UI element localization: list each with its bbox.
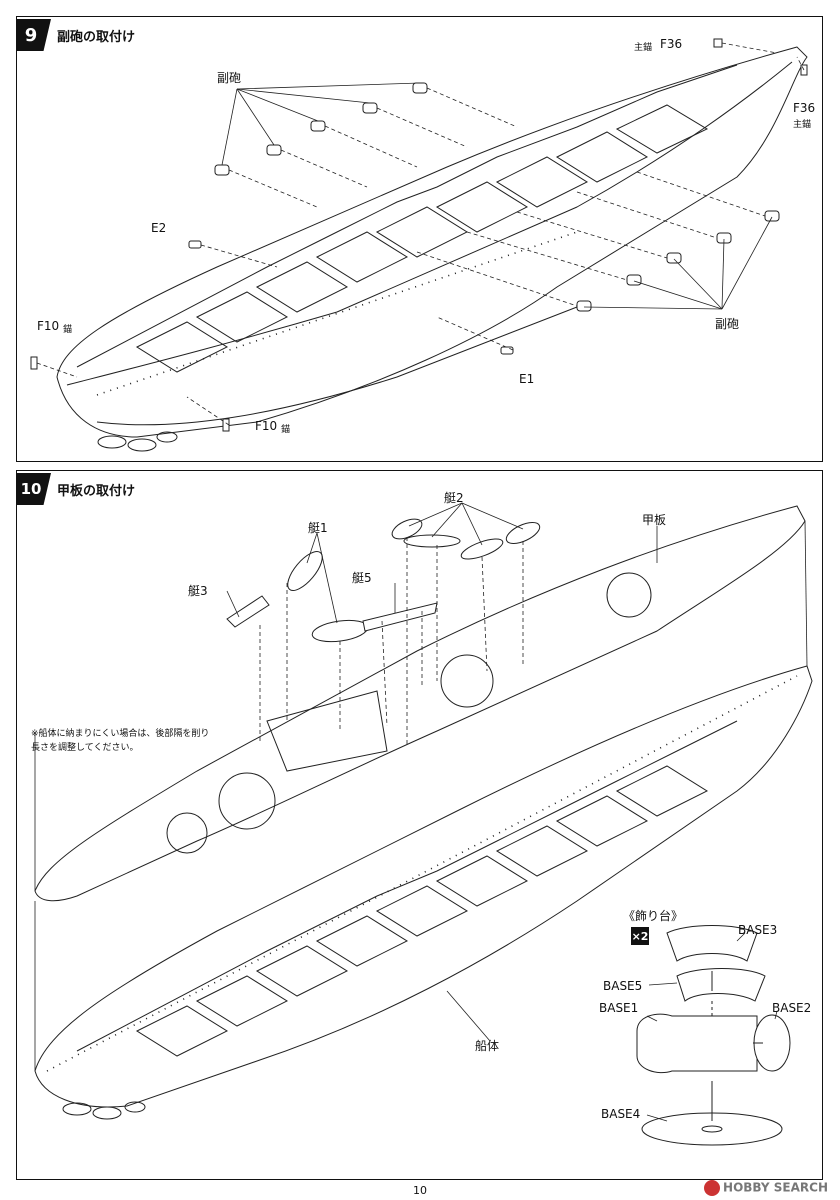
display-stand	[636, 925, 791, 1146]
display-stand-title: 《飾り台》	[623, 909, 684, 923]
step9-number: 9	[17, 19, 51, 51]
step9-title: 副砲の取付け	[57, 29, 136, 45]
base1-label: BASE1	[599, 1001, 639, 1015]
boat3	[226, 595, 270, 628]
step9-panel: 9 副砲の取付け	[16, 16, 823, 462]
part-f36-top-label: F36	[660, 37, 683, 51]
base5-label: BASE5	[603, 979, 643, 993]
part-e2-label: E2	[151, 221, 167, 235]
turret-ring-mid	[440, 654, 494, 708]
page-number: 10	[413, 1184, 427, 1197]
step10-panel: 10 甲板の取付け	[16, 470, 823, 1180]
anchor-note-bottom: 錨	[281, 425, 291, 435]
base3-part	[666, 925, 758, 962]
main-anchor-note-top: 主錨	[634, 43, 653, 53]
part-f10-left-label: F10	[37, 319, 60, 333]
main-anchor-note-right: 主錨	[793, 120, 812, 130]
boat2-d	[505, 521, 541, 545]
turret-ring-rear	[218, 772, 276, 830]
deck-label: 甲板	[642, 513, 667, 527]
watermark: HOBBY SEARCH	[704, 1180, 828, 1196]
step9-header: 9 副砲の取付け	[17, 17, 135, 53]
step9-hull-diagram	[30, 38, 808, 452]
anchor-note-left: 錨	[63, 325, 73, 335]
step10-assembly-diagram	[34, 502, 813, 1146]
base4-label: BASE4	[601, 1107, 641, 1121]
boat1-b	[311, 619, 369, 643]
part-f10-bottom-label: F10	[255, 419, 278, 433]
secondary-gun-label-bottom: 副砲	[715, 317, 740, 331]
secondary-gun-label-top: 副砲	[217, 71, 242, 85]
step10-title: 甲板の取付け	[57, 483, 136, 499]
watermark-text: HOBBY SEARCH	[723, 1180, 828, 1195]
part-e1-label: E1	[519, 372, 535, 386]
boat2-c	[460, 538, 504, 560]
watermark-logo-icon	[704, 1180, 721, 1196]
base5-part	[676, 968, 766, 1002]
step10-header: 10 甲板の取付け	[17, 471, 135, 507]
boat5-label: 艇5	[352, 571, 372, 585]
quantity-x2-badge: ×2	[631, 927, 649, 945]
deck-edge	[66, 61, 793, 386]
base1-part	[636, 1013, 758, 1074]
boat2-label: 艇2	[444, 491, 464, 505]
hull-outline	[56, 46, 808, 438]
gunwale	[76, 64, 738, 368]
turret-ring-front	[606, 572, 652, 618]
hull-label: 船体	[475, 1039, 500, 1053]
boat5	[362, 602, 438, 632]
boat1-label: 艇1	[308, 521, 328, 535]
deck-outline	[34, 505, 806, 902]
boat3-label: 艇3	[188, 584, 208, 598]
boat1-a	[287, 551, 323, 591]
base2-label: BASE2	[772, 1001, 812, 1015]
part-f36-right-label: F36	[793, 101, 816, 115]
lower-hull-outline	[34, 665, 813, 1108]
fit-adjust-note: ※船体に納まりにくい場合は、後部隔を削り長さを調整してください。	[31, 729, 210, 753]
boat2-b	[403, 534, 461, 548]
base3-label: BASE3	[738, 923, 778, 937]
